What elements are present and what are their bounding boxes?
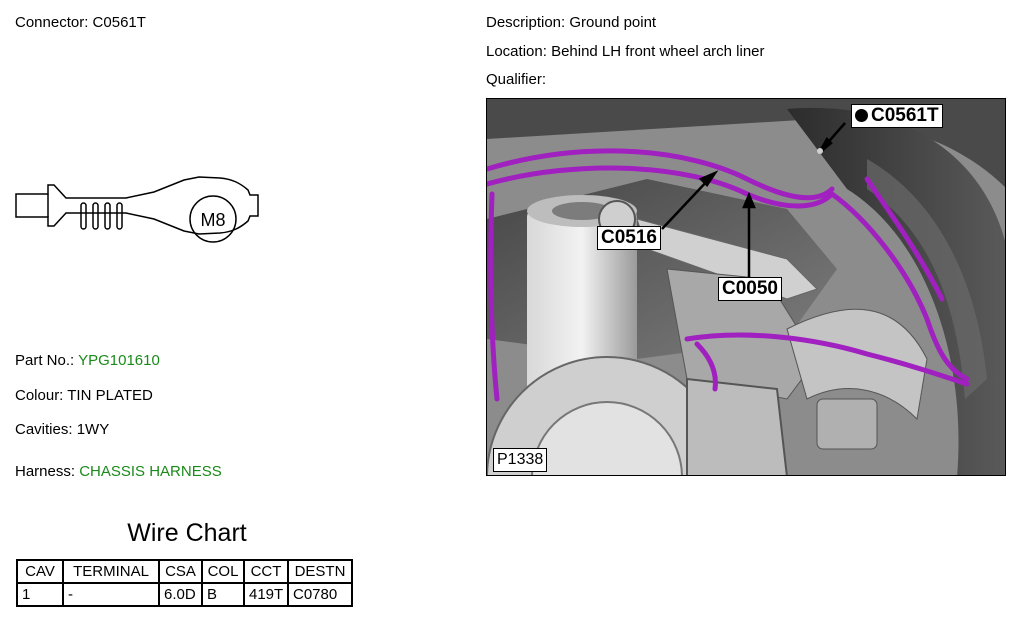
connector-field: Connector: C0561T: [15, 14, 146, 31]
table-row: 1 - 6.0D B 419T C0780: [16, 582, 353, 607]
wire-chart-header-row: CAV TERMINAL CSA COL CCT DESTN: [16, 559, 353, 584]
col-header-destn: DESTN: [287, 559, 353, 584]
cell-cct: 419T: [243, 582, 289, 607]
col-header-cav: CAV: [16, 559, 64, 584]
harness-label: Harness:: [15, 463, 76, 480]
cell-cav: 1: [16, 582, 64, 607]
harness-link[interactable]: CHASSIS HARNESS: [79, 463, 222, 480]
callout-c0516: C0516: [597, 226, 661, 250]
description-label: Description:: [486, 14, 566, 31]
cell-terminal: -: [62, 582, 160, 607]
colour-field: Colour: TIN PLATED: [15, 387, 153, 404]
cell-col: B: [201, 582, 245, 607]
col-header-cct: CCT: [243, 559, 289, 584]
location-photo: C0561T C0516 C0050 P1338: [486, 98, 1006, 476]
part-number-link[interactable]: YPG101610: [78, 352, 160, 369]
cavities-value: 1WY: [76, 421, 110, 438]
callout-c0561t-label: C0561T: [871, 105, 939, 126]
ring-terminal-drawing: M8: [14, 172, 274, 266]
stud-size-label: M8: [200, 210, 225, 230]
ground-point-dot-icon: [855, 109, 868, 122]
part-number-label: Part No.:: [15, 352, 75, 369]
col-header-csa: CSA: [158, 559, 203, 584]
col-header-terminal: TERMINAL: [62, 559, 160, 584]
wire-chart-table: CAV TERMINAL CSA COL CCT DESTN 1 - 6.0D …: [16, 559, 353, 607]
location-label: Location:: [486, 43, 547, 60]
cell-csa: 6.0D: [158, 582, 203, 607]
callout-c0561t: C0561T: [851, 104, 943, 128]
colour-label: Colour:: [15, 387, 64, 404]
location-field: Location: Behind LH front wheel arch lin…: [486, 43, 765, 60]
wire-chart-title: Wire Chart: [127, 519, 247, 547]
connector-label: Connector:: [15, 14, 89, 31]
harness-field: Harness: CHASSIS HARNESS: [15, 463, 222, 480]
qualifier-label: Qualifier:: [486, 71, 547, 88]
wheel-arch-illustration: [487, 99, 1005, 475]
qualifier-field: Qualifier:: [486, 71, 546, 88]
description-value: Ground point: [569, 14, 657, 31]
part-number-field: Part No.: YPG101610: [15, 352, 160, 369]
cell-destn[interactable]: C0780: [287, 582, 353, 607]
callout-c0050: C0050: [718, 277, 782, 301]
photo-reference-label: P1338: [493, 448, 548, 472]
cavities-field: Cavities: 1WY: [15, 421, 109, 438]
col-header-col: COL: [201, 559, 245, 584]
connector-value: C0561T: [92, 14, 146, 31]
colour-value: TIN PLATED: [67, 387, 153, 404]
cavities-label: Cavities:: [15, 421, 73, 438]
description-field: Description: Ground point: [486, 14, 656, 31]
location-value: Behind LH front wheel arch liner: [551, 43, 765, 60]
